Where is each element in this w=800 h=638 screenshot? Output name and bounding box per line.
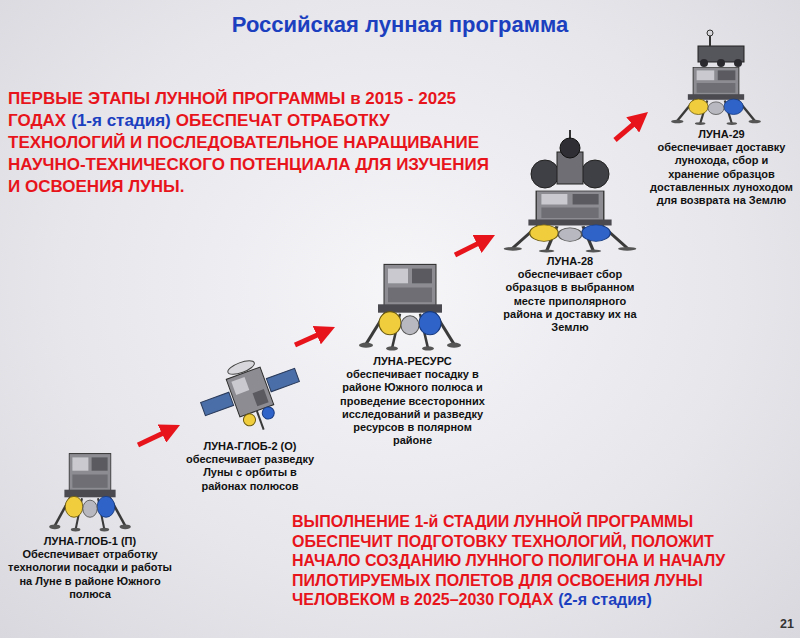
spacecraft-card: ЛУНА-ГЛОБ-2 (О)обеспечивает разведку Лун… xyxy=(180,345,320,493)
flow-arrow xyxy=(455,240,484,255)
spacecraft-name: ЛУНА-28 xyxy=(495,255,645,268)
solar-panel xyxy=(266,368,299,391)
spacecraft-card: ЛУНА-28обеспечивает сбор образцов в выбр… xyxy=(495,140,645,334)
stage-tag: (2-я стадия) xyxy=(558,591,652,608)
antenna-dish xyxy=(226,358,256,377)
spacecraft-description: обеспечивает посадку в районе Южного пол… xyxy=(335,368,490,447)
rover-wheel xyxy=(734,59,742,67)
spacecraft-description: обеспечивает разведку Луны с орбиты в ра… xyxy=(180,453,320,493)
return-capsule xyxy=(560,138,580,158)
orbiter-panel xyxy=(231,377,249,395)
rover-wheel xyxy=(700,59,708,67)
spacecraft-name: ЛУНА-ГЛОБ-1 (П) xyxy=(8,535,172,548)
luna-29-figure xyxy=(671,30,761,125)
rover-camera xyxy=(707,30,713,36)
spacecraft-card: ЛУНА-29обеспечивает доставку лунохода, с… xyxy=(648,40,795,207)
luna-resurs-figure xyxy=(359,264,461,350)
luna-28-figure xyxy=(504,130,637,253)
return-tank xyxy=(581,160,609,188)
slide-title: Российская лунная программа xyxy=(0,12,800,38)
solar-panel xyxy=(201,392,234,415)
spacecraft-name: ЛУНА-29 xyxy=(648,128,795,141)
stage-one-note: ПЕРВЫЕ ЭТАПЫ ЛУННОЙ ПРОГРАММЫ в 2015 - 2… xyxy=(8,88,490,198)
return-tank xyxy=(531,160,559,188)
spacecraft-name: ЛУНА-ГЛОБ-2 (О) xyxy=(180,440,320,453)
spacecraft-card: ЛУНА-РЕСУРСобеспечивает посадку в районе… xyxy=(335,255,490,447)
flow-arrow xyxy=(615,120,639,140)
spacecraft-description: обеспечивает сбор образцов в выбранном м… xyxy=(495,268,645,334)
stage-two-note-text: ВЫПОЛНЕНИЕ 1-й СТАДИИ ЛУННОЙ ПРОГРАММЫ О… xyxy=(292,513,725,608)
luna-glob-1-figure xyxy=(49,454,131,532)
orbiter-panel xyxy=(253,389,269,406)
stage-tag: (1-я стадия) xyxy=(71,111,170,130)
luna-28-base xyxy=(504,191,637,253)
page-number: 21 xyxy=(758,617,794,632)
luna-glob-2-figure xyxy=(192,346,310,447)
spacecraft-card: ЛУНА-ГЛОБ-1 (П)Обеспечивает отработку те… xyxy=(8,445,172,601)
stage-two-note: ВЫПОЛНЕНИЕ 1-й СТАДИИ ЛУННОЙ ПРОГРАММЫ О… xyxy=(292,512,774,610)
spacecraft-description: Обеспечивает отработку технологии посадк… xyxy=(8,548,172,601)
fuel-tank xyxy=(242,412,257,427)
rover-wheel xyxy=(717,59,725,67)
engine-nozzle xyxy=(257,411,264,430)
spacecraft-description: обеспечивает доставку лунохода, сбор и х… xyxy=(648,141,795,207)
flow-arrow xyxy=(295,332,324,345)
fuel-tank xyxy=(261,405,276,420)
luna-29-base xyxy=(671,68,761,125)
spacecraft-name: ЛУНА-РЕСУРС xyxy=(335,355,490,368)
page-number-text: 21 xyxy=(780,617,794,631)
flow-arrow xyxy=(138,430,169,445)
